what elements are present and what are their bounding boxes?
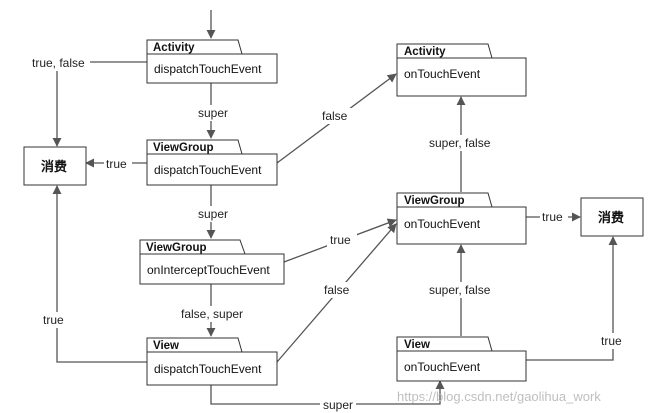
edge-label-intercept-to-viewgroup-ontouch: true	[330, 233, 351, 247]
node-view-dispatch: View dispatchTouchEvent	[146, 337, 278, 386]
node-viewgroup-ontouch: ViewGroup onTouchEvent	[396, 192, 527, 245]
node-activity-dispatch-body: dispatchTouchEvent	[154, 62, 262, 76]
edge-label-viewgroup-ontouch-to-activity-ontouch: super, false	[429, 136, 491, 150]
edge-label-viewgroup-to-activity-ontouch: false	[322, 109, 348, 123]
node-view-dispatch-body: dispatchTouchEvent	[154, 362, 262, 376]
node-viewgroup-intercept-tab: ViewGroup	[146, 242, 207, 254]
node-consume-left-label: 消费	[41, 159, 67, 175]
edges: true, false super true false super true	[28, 10, 628, 412]
edge-label-view-dispatch-to-view-ontouch: super	[323, 398, 353, 412]
node-activity-ontouch-body: onTouchEvent	[404, 67, 481, 81]
edge-view-dispatch-to-consume	[52, 185, 147, 363]
node-viewgroup-dispatch: ViewGroup dispatchTouchEvent	[146, 139, 278, 186]
node-viewgroup-intercept-body: onInterceptTouchEvent	[147, 263, 270, 277]
node-activity-ontouch: Activity onTouchEvent	[396, 43, 527, 97]
node-viewgroup-intercept: ViewGroup onInterceptTouchEvent	[139, 239, 285, 285]
node-view-dispatch-tab: View	[153, 340, 179, 352]
edge-activity-dispatch-to-consume	[52, 61, 147, 147]
edge-label-view-dispatch-to-viewgroup-ontouch: false	[324, 283, 350, 297]
edge-label-viewgroup-ontouch-to-consume: true	[542, 210, 563, 224]
node-viewgroup-ontouch-body: onTouchEvent	[404, 217, 481, 231]
node-viewgroup-ontouch-tab: ViewGroup	[404, 195, 465, 207]
watermark-text: https://blog.csdn.net/gaolihua_work	[397, 389, 601, 404]
node-view-ontouch-tab: View	[404, 339, 430, 351]
edge-label-view-dispatch-to-consume: true	[43, 313, 64, 327]
node-activity-dispatch-tab: Activity	[153, 42, 195, 54]
edge-label-viewgroup-to-intercept: super	[198, 207, 228, 221]
edge-label-intercept-to-view: false, super	[181, 307, 243, 321]
edge-label-view-ontouch-to-viewgroup-ontouch: super, false	[429, 283, 491, 297]
edge-label-view-ontouch-to-consume: true	[601, 334, 622, 348]
node-viewgroup-dispatch-body: dispatchTouchEvent	[154, 163, 262, 177]
node-consume-left: 消费	[23, 146, 87, 186]
node-view-ontouch: View onTouchEvent	[396, 336, 527, 382]
edge-label-activity-dispatch-to-consume: true, false	[32, 56, 85, 70]
node-viewgroup-dispatch-tab: ViewGroup	[153, 142, 214, 154]
edge-view-ontouch-to-consume	[526, 236, 618, 361]
edge-label-activity-to-viewgroup: super	[198, 106, 228, 120]
edge-label-viewgroup-to-consume: true	[106, 157, 127, 171]
node-consume-right-label: 消费	[598, 210, 624, 226]
node-activity-ontouch-tab: Activity	[404, 46, 446, 58]
node-view-ontouch-body: onTouchEvent	[404, 360, 481, 374]
node-activity-dispatch: Activity dispatchTouchEvent	[146, 39, 278, 84]
node-consume-right: 消费	[580, 197, 644, 237]
